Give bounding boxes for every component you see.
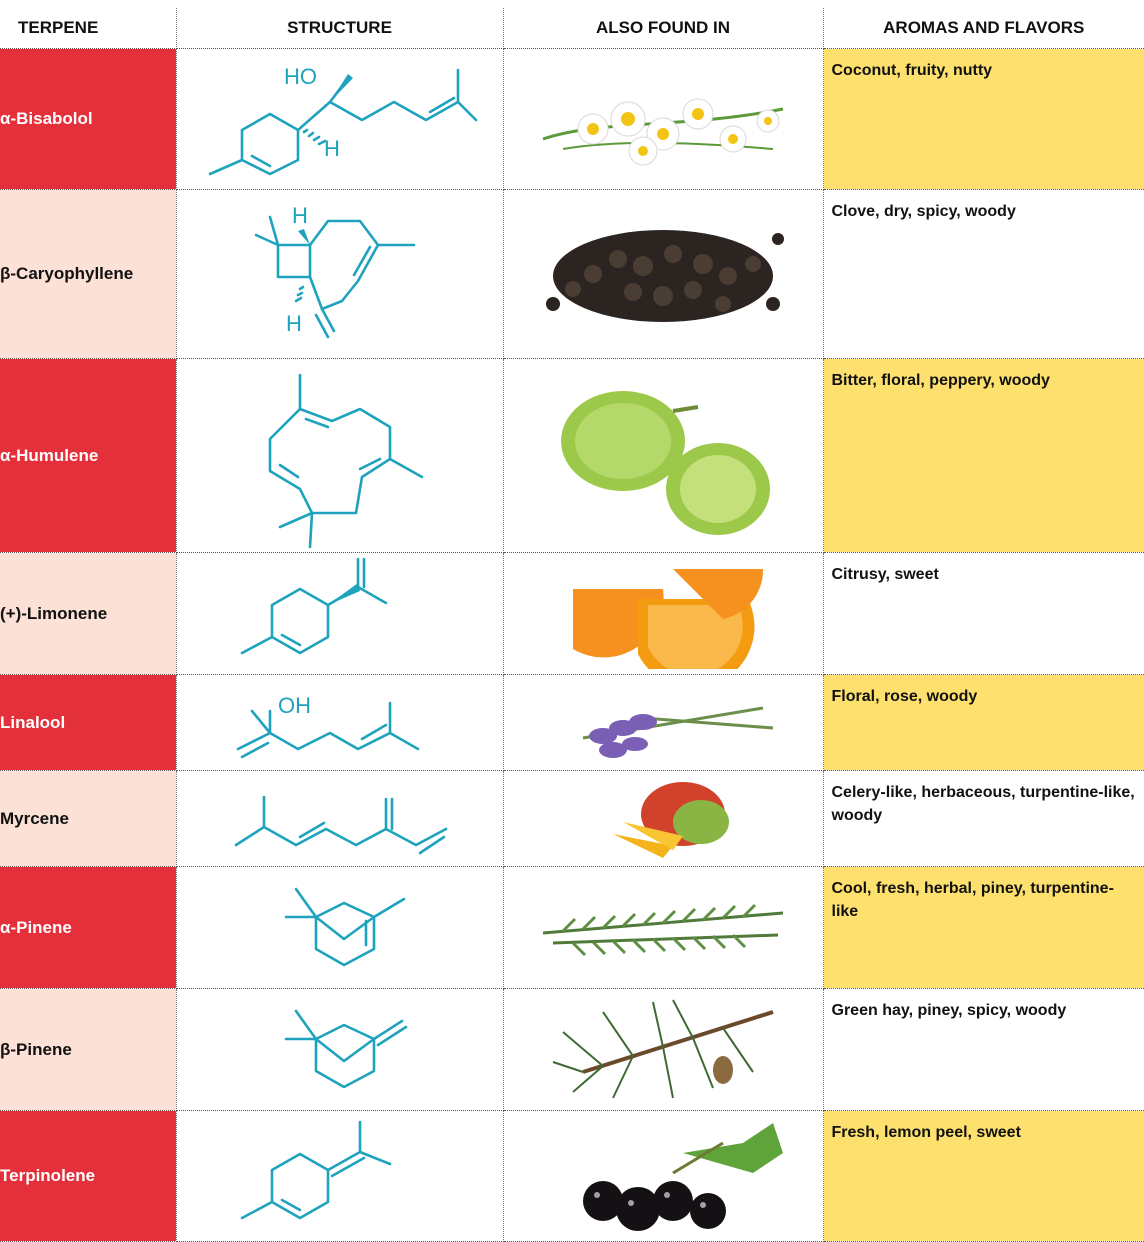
source-image	[503, 770, 824, 867]
source-image	[503, 552, 824, 675]
source-image	[503, 674, 824, 771]
source-image	[503, 866, 824, 989]
structure-terpinolene	[176, 1110, 504, 1242]
structure-linalool: OH	[176, 674, 504, 771]
caryophyllene-structure-icon: H H	[254, 203, 415, 339]
aroma-text: Coconut, fruity, nutty	[823, 48, 1144, 190]
terpene-name: Linalool	[0, 674, 177, 771]
pine-branch-icon	[552, 999, 774, 1098]
structure-label: H	[292, 203, 308, 228]
aroma-text: Fresh, lemon peel, sweet	[823, 1110, 1144, 1242]
rosemary-sprigs-icon	[542, 903, 784, 956]
terpene-name: α-Bisabolol	[0, 48, 177, 190]
linalool-structure-icon: OH	[236, 693, 419, 758]
table-row: (+)-Limonene Citrusy	[0, 552, 1144, 675]
structure-bisabolol: HO H	[176, 48, 504, 190]
header-row: TERPENE STRUCTURE ALSO FOUND IN AROMAS A…	[0, 8, 1144, 49]
orange-slices-icon	[573, 568, 764, 669]
aroma-text: Bitter, floral, peppery, woody	[823, 358, 1144, 553]
mango-icon	[613, 781, 729, 858]
structure-a-pinene	[176, 866, 504, 989]
source-image	[503, 189, 824, 359]
table-row: Myrcene Celery-like, herbaceous	[0, 770, 1144, 867]
table-row: Terpinolene	[0, 1110, 1144, 1242]
terpene-name: β-Pinene	[0, 988, 177, 1111]
black-peppercorns-icon	[546, 230, 784, 322]
structure-label: H	[324, 136, 340, 161]
table-row: α-Bisabolol HO H	[0, 48, 1144, 190]
aroma-text: Citrusy, sweet	[823, 552, 1144, 675]
limonene-structure-icon	[240, 557, 387, 654]
source-image	[503, 1110, 824, 1242]
terpene-name: (+)-Limonene	[0, 552, 177, 675]
header-also-found-in: ALSO FOUND IN	[503, 8, 824, 49]
structure-label: OH	[278, 693, 311, 718]
header-structure: STRUCTURE	[176, 8, 504, 49]
terpene-table: TERPENE STRUCTURE ALSO FOUND IN AROMAS A…	[0, 8, 1144, 1242]
structure-label: HO	[284, 64, 317, 89]
aroma-text: Celery-like, herbaceous, turpentine-like…	[823, 770, 1144, 867]
a-pinene-structure-icon	[284, 887, 405, 966]
terpinolene-structure-icon	[240, 1120, 391, 1220]
aroma-text: Green hay, piney, spicy, woody	[823, 988, 1144, 1111]
source-image	[503, 988, 824, 1111]
terpene-name: Myrcene	[0, 770, 177, 867]
structure-humulene	[176, 358, 504, 553]
lavender-rosemary-icon	[582, 706, 774, 758]
source-image	[503, 48, 824, 190]
humulene-structure-icon	[268, 373, 423, 548]
table-row: α-Pinene Cool, f	[0, 866, 1144, 989]
b-pinene-structure-icon	[284, 1009, 407, 1088]
table-row: β-Caryophyllene H H	[0, 189, 1144, 359]
chamomile-flowers-icon	[542, 98, 784, 166]
terpene-name: β-Caryophyllene	[0, 189, 177, 359]
source-image	[503, 358, 824, 553]
header-aromas: AROMAS AND FLAVORS	[823, 8, 1144, 49]
structure-b-pinene	[176, 988, 504, 1111]
terpene-name: Terpinolene	[0, 1110, 177, 1242]
structure-label: H	[286, 311, 302, 336]
structure-limonene	[176, 552, 504, 675]
aroma-text: Cool, fresh, herbal, piney, turpentine-l…	[823, 866, 1144, 989]
structure-myrcene	[176, 770, 504, 867]
myrcene-structure-icon	[234, 795, 447, 854]
terpene-name: α-Humulene	[0, 358, 177, 553]
blackcurrant-icon	[583, 1123, 783, 1231]
aroma-text: Clove, dry, spicy, woody	[823, 189, 1144, 359]
terpene-name: α-Pinene	[0, 866, 177, 989]
header-terpene: TERPENE	[0, 8, 177, 49]
table-row: Linalool OH	[0, 674, 1144, 771]
table-row: α-Humulene	[0, 358, 1144, 553]
hops-cones-icon	[561, 390, 770, 535]
table-row: β-Pinene Green hay, piney, sp	[0, 988, 1144, 1111]
bisabolol-structure-icon: HO H	[208, 64, 477, 176]
structure-caryophyllene: H H	[176, 189, 504, 359]
aroma-text: Floral, rose, woody	[823, 674, 1144, 771]
